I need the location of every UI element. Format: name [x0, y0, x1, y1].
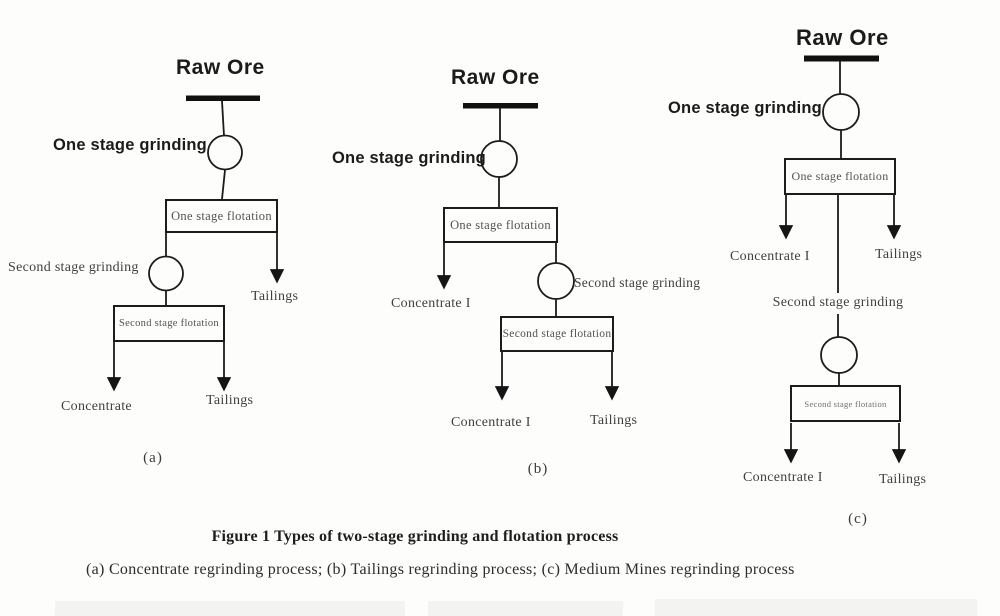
concentrate-label: Concentrate I [451, 415, 531, 430]
cutoff-content-strip [428, 601, 623, 616]
grinding-circle-icon [820, 336, 858, 374]
second-stage-grinding-label: Second stage grinding [574, 275, 701, 290]
second-stage-flotation-box: Second stage flotation [500, 316, 614, 352]
cutoff-content-strip [55, 601, 405, 616]
tailings-label: Tailings [875, 247, 923, 262]
second-stage-flotation-box: Second stage flotation [113, 305, 225, 342]
grinding-circle-icon [537, 262, 575, 300]
one-stage-grinding-label: One stage grinding [332, 149, 486, 167]
one-stage-grinding-label: One stage grinding [53, 136, 207, 154]
second-stage-flotation-box: Second stage flotation [790, 385, 901, 422]
grinding-circle-icon [148, 255, 184, 292]
feed-bar [804, 55, 879, 62]
raw-ore-label: Raw Ore [451, 66, 540, 89]
second-stage-grinding-label: Second stage grinding [8, 260, 139, 275]
flow-line [221, 100, 225, 137]
grinding-circle-icon [207, 134, 243, 171]
diagram-tag: (c) [848, 511, 868, 527]
one-stage-flotation-box: One stage flotation [443, 207, 558, 243]
raw-ore-label: Raw Ore [796, 25, 889, 50]
concentrate-label: Concentrate I [730, 249, 810, 264]
one-stage-flotation-box: One stage flotation [165, 199, 278, 233]
concentrate-label: Concentrate I [743, 470, 823, 485]
tailings-label: Tailings [206, 393, 254, 408]
tailings-label: Tailings [879, 472, 927, 487]
grinding-circle-icon [822, 93, 860, 131]
tailings-label: Tailings [590, 413, 638, 428]
figure-caption-subtitle: (a) Concentrate regrinding process; (b) … [86, 561, 795, 578]
concentrate-label: Concentrate I [391, 296, 471, 311]
feed-bar [463, 103, 538, 109]
second-stage-grinding-label: Second stage grinding [772, 295, 904, 310]
one-stage-flotation-box: One stage flotation [784, 158, 896, 195]
raw-ore-label: Raw Ore [176, 56, 265, 79]
diagram-tag: (a) [143, 450, 163, 466]
tailings-label: Tailings [251, 289, 299, 304]
figure-caption-title: Figure 1 Types of two-stage grinding and… [211, 528, 619, 545]
cutoff-content-strip [655, 599, 977, 616]
feed-bar [186, 95, 260, 101]
diagram-tag: (b) [527, 461, 549, 477]
one-stage-grinding-label: One stage grinding [668, 99, 822, 117]
grinding-circle-icon [480, 140, 518, 178]
concentrate-label: Concentrate [61, 399, 132, 414]
flow-line [221, 169, 226, 200]
